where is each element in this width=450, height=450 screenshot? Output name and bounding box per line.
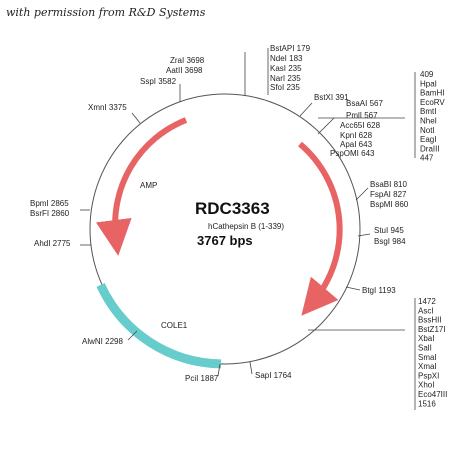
site-bsrfi: BsrFI 2860 bbox=[30, 209, 70, 218]
site-fspai: FspAI 827 bbox=[370, 190, 407, 199]
mcs2-item-5: SalI bbox=[418, 344, 432, 353]
site-alwni: AlwNI 2298 bbox=[82, 337, 123, 346]
plasmid-size: 3767 bps bbox=[197, 233, 253, 248]
site-xmni: XmnI 3375 bbox=[88, 103, 127, 112]
pcii-tick bbox=[217, 363, 221, 377]
amp-feature-arrow bbox=[95, 117, 188, 256]
mcs1-item-7: EagI bbox=[420, 135, 436, 144]
site-cluster-a-tick bbox=[317, 117, 335, 135]
mcs2-item-1: AscI bbox=[418, 306, 434, 315]
insert-feature-arrow bbox=[298, 141, 343, 316]
bsabi-cluster-tick bbox=[355, 187, 369, 201]
site-pcii: PciI 1887 bbox=[185, 374, 219, 383]
bstxi-tick bbox=[299, 102, 313, 117]
mcs2-item-3: BstZ17I bbox=[418, 325, 446, 334]
mcs1-item-2: BamHI bbox=[420, 89, 444, 98]
mcs1-item-5: NheI bbox=[420, 117, 437, 126]
site-pmli: PmlI 567 bbox=[346, 111, 378, 120]
mcs1-site-list: 409HpaIBamHIEcoRVBmtINheINotIEagIDraIII4… bbox=[420, 70, 445, 163]
plasmid-backbone bbox=[89, 93, 361, 365]
permission-credit: with permission from R&D Systems bbox=[6, 6, 206, 19]
site-sfoi: SfoI 235 bbox=[270, 83, 300, 92]
amp-label: AMP bbox=[140, 181, 157, 190]
stui-cluster-tick bbox=[357, 233, 371, 237]
site-sapi: SapI 1764 bbox=[255, 371, 292, 380]
site-ahdi: AhdI 2775 bbox=[34, 239, 71, 248]
site-bpmi: BpmI 2865 bbox=[30, 199, 69, 208]
mcs1-item-1: HpaI bbox=[420, 79, 437, 88]
site-kpni: KpnI 628 bbox=[340, 131, 373, 140]
site-bstxi: BstXI 391 bbox=[314, 93, 349, 102]
mcs1-item-8: DraIII bbox=[420, 144, 440, 153]
site-btgi: BtgI 1193 bbox=[362, 286, 396, 295]
sapi-tick bbox=[249, 361, 253, 375]
insert-name: hCathepsin B (1-339) bbox=[208, 222, 284, 231]
site-stui: StuI 945 bbox=[374, 226, 404, 235]
alwni-tick bbox=[127, 330, 138, 341]
site-sspi: SspI 3582 bbox=[140, 77, 177, 86]
site-nari: NarI 235 bbox=[270, 74, 301, 83]
site-bspmi: BspMI 860 bbox=[370, 200, 409, 209]
mcs2-item-11: 1516 bbox=[418, 399, 436, 408]
site-bsgi: BsgI 984 bbox=[374, 237, 406, 246]
site-ndei: NdeI 183 bbox=[270, 54, 303, 63]
mcs2-item-0: 1472 bbox=[418, 297, 436, 306]
xmni-tick bbox=[131, 112, 141, 124]
site-psp: PspOMI 643 bbox=[330, 149, 375, 158]
mcs2-item-7: XmaI bbox=[418, 362, 437, 371]
mcs1-item-0: 409 bbox=[420, 70, 434, 79]
site-apai: ApaI 643 bbox=[340, 140, 373, 149]
mcs2-site-list: 1472AscIBssHIIBstZ17IXbaISalISmaIXmaIPsp… bbox=[418, 297, 447, 408]
site-zrai: ZraI 3698 bbox=[170, 56, 205, 65]
site-bsaai: BsaAI 567 bbox=[346, 99, 383, 108]
site-acc65i: Acc65I 628 bbox=[340, 121, 381, 130]
mcs2-item-2: BssHII bbox=[418, 316, 442, 325]
btgi-tick bbox=[345, 286, 361, 291]
mcs1-item-6: NotI bbox=[420, 126, 435, 135]
cole1-label: COLE1 bbox=[161, 321, 188, 330]
mcs2-item-8: PspXI bbox=[418, 371, 439, 380]
plasmid-name: RDC3363 bbox=[195, 199, 270, 218]
site-aatii: AatII 3698 bbox=[166, 66, 203, 75]
mcs2-item-6: SmaI bbox=[418, 353, 437, 362]
mcs2-item-4: XbaI bbox=[418, 334, 434, 343]
mcs1-item-9: 447 bbox=[420, 154, 434, 163]
mcs1-item-4: BmtI bbox=[420, 107, 436, 116]
mcs2-item-9: XhoI bbox=[418, 381, 434, 390]
mcs1-item-3: EcoRV bbox=[420, 98, 445, 107]
site-kasi: KasI 235 bbox=[270, 64, 302, 73]
mcs2-item-10: Eco47III bbox=[418, 390, 447, 399]
site-bstapi: BstAPI 179 bbox=[270, 44, 311, 53]
cole1-feature-arc bbox=[96, 283, 222, 369]
site-bsabi: BsaBI 810 bbox=[370, 180, 407, 189]
